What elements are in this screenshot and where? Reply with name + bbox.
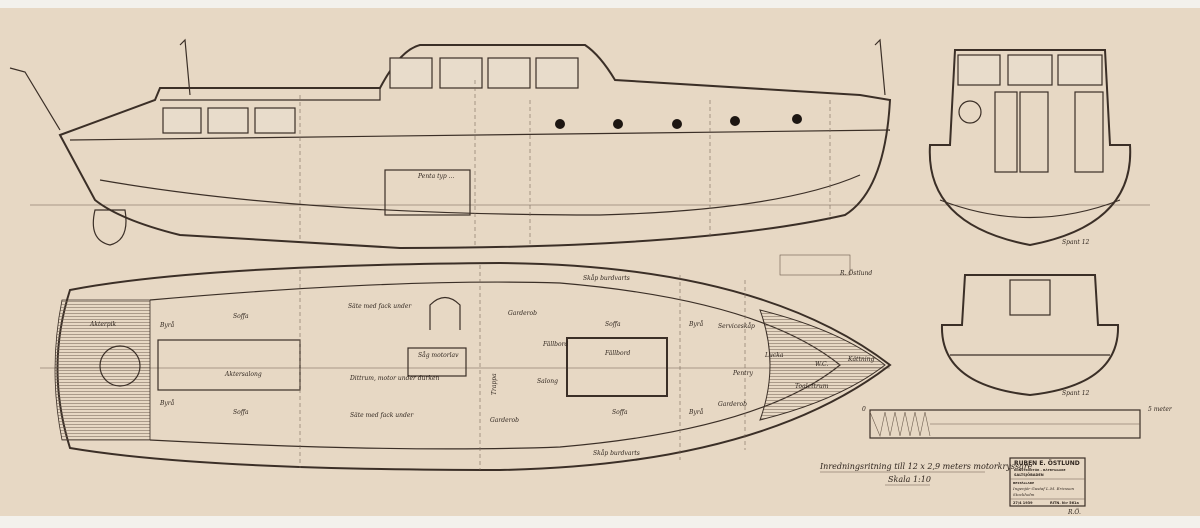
label-akterpik: Akterpik — [89, 321, 117, 328]
drawing-scale: Skala 1:10 — [888, 475, 931, 484]
plan-labels: Akterpik Byrå Byrå Soffa Soffa Aktersalo… — [89, 275, 875, 457]
drawing-title: Inredningsritning till 12 x 2,9 meters m… — [819, 462, 1033, 471]
label-toalettrum: Toalettrum — [795, 383, 829, 390]
stamp-subtitle: KONSTRUKTÖR – BÅTBYGGARE — [1014, 467, 1066, 472]
stamp-initials: R.Ö. — [1067, 509, 1081, 516]
label-fallbord: Fällbord — [604, 350, 630, 357]
title-block-stamp: RUBEN E. ÖSTLUND KONSTRUKTÖR – BÅTBYGGAR… — [1009, 457, 1086, 516]
label-sate: Säte med fack under — [350, 412, 414, 419]
stamp-client: Ingenjör Gustaf L.M. Ericsson — [1012, 486, 1074, 491]
label-byra: Byrå — [159, 322, 175, 329]
label-pentry: Pentry — [732, 370, 753, 377]
label-sate: Säte med fack under — [348, 303, 412, 310]
paper — [0, 8, 1200, 516]
label-garderob: Garderob — [490, 417, 519, 424]
label-soffa: Soffa — [233, 409, 249, 416]
label-soffa: Soffa — [612, 409, 628, 416]
stamp-number: RITN. N:r 561a — [1050, 501, 1079, 505]
signature: R. Östlund — [839, 270, 872, 277]
label-skap: Skåp burdvarts — [593, 450, 640, 457]
label-salong: Salong — [537, 378, 558, 385]
label-byra: Byrå — [688, 409, 704, 416]
scale-start: 0 — [862, 406, 866, 413]
label-trappa: Trappa — [491, 373, 498, 395]
label-byra: Byrå — [688, 321, 704, 328]
label-dittrum: Dittrum, motor under durken — [349, 375, 440, 382]
label-soffa: Soffa — [233, 313, 249, 320]
label-aktersalong: Aktersalong — [224, 371, 262, 378]
label-serviceskap: Serviceskåp — [718, 323, 755, 330]
label-byra: Byrå — [159, 400, 175, 407]
stamp-city: Stockholm — [1013, 492, 1035, 497]
label-garderob: Garderob — [718, 401, 747, 408]
label-kattning: Kättning — [847, 356, 875, 363]
label-spant: Spant 12 — [1062, 390, 1090, 397]
label-motorlav: Såg motorlav — [418, 352, 459, 359]
scale-bar: 0 5 meter — [862, 406, 1173, 439]
label-lucka: Lucka — [764, 352, 784, 359]
label-spant: Spant 12 — [1062, 239, 1090, 246]
stamp-date: 27/4 1939 — [1013, 501, 1033, 505]
label-fallbord: Fällbord — [542, 341, 568, 348]
label-wc: W.C. — [815, 361, 828, 368]
label-skap: Skåp burdvarts — [583, 275, 630, 282]
profile-view: Penta typ ... R. Östlund — [9, 38, 892, 277]
section-upper: Spant 12 — [928, 49, 1132, 247]
label-soffa: Soffa — [605, 321, 621, 328]
section-lower: Spant 12 — [940, 274, 1120, 397]
stamp-client-label: BESTÄLLARE — [1013, 480, 1034, 485]
stamp-firm: RUBEN E. ÖSTLUND — [1014, 460, 1080, 467]
scale-end: 5 meter — [1148, 406, 1173, 413]
label-garderob: Garderob — [508, 310, 537, 317]
plan-view: Akterpik Byrå Byrå Soffa Soffa Aktersalo… — [54, 261, 892, 472]
engine-label: Penta typ ... — [417, 173, 454, 180]
stamp-address: SALTSJÖBADEN — [1014, 472, 1044, 477]
